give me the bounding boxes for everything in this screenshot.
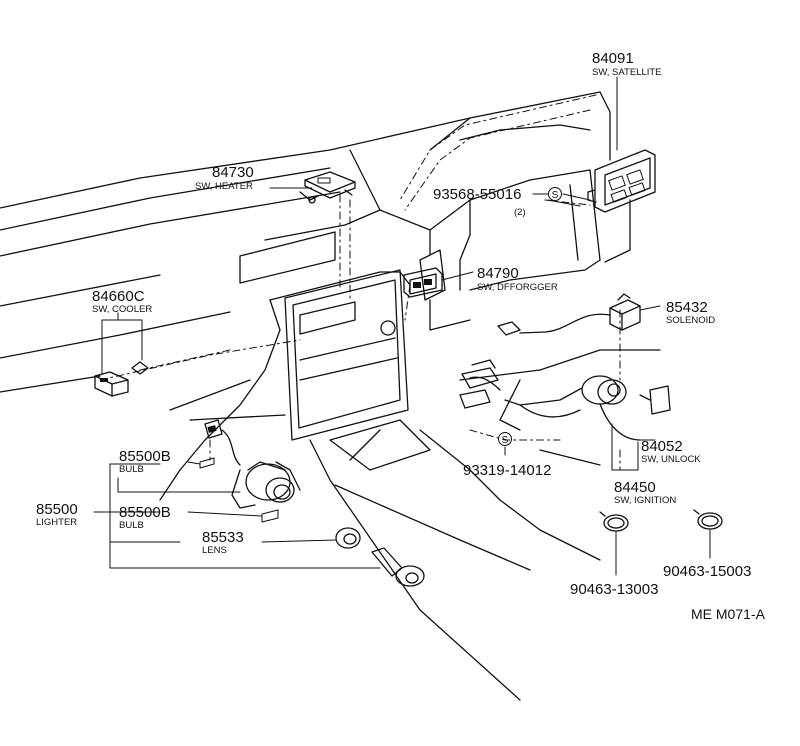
part-number: 85500B [119, 448, 171, 465]
part-desc: SW, COOLER [92, 304, 152, 315]
part-number: 85432 [666, 299, 708, 316]
hose-clamp-15003-drawing [693, 509, 723, 530]
callout-90463-13003: 90463-13003 [570, 581, 658, 598]
part-desc: SW, IGNITION [614, 495, 676, 506]
heater-switch-drawing [299, 171, 356, 204]
screw-symbol-93568: S [548, 187, 562, 201]
part-desc: SOLENOID [666, 315, 715, 326]
part-number: 84660C [92, 288, 145, 305]
part-number: 84450 [614, 479, 656, 496]
callout-84450: 84450 SW, IGNITION [614, 479, 676, 506]
part-desc: SW, DFFORGGER [477, 282, 558, 293]
callout-85500b-lower: 85500B BULB [119, 504, 171, 531]
part-number: 84052 [641, 438, 683, 455]
part-desc: LIGHTER [36, 517, 77, 528]
callout-84660c: 84660C SW, COOLER [92, 288, 152, 315]
callout-85500b-upper: 85500B BULB [119, 448, 171, 475]
diagram-code: ME M071-A [691, 606, 766, 622]
lighter-assembly-drawing [199, 419, 425, 587]
callout-84730: 84730 SW, HEATER [195, 164, 254, 192]
part-number: 85500 [36, 501, 78, 518]
callout-84091: 84091 SW, SATELLITE [592, 50, 662, 78]
hose-clamp-13003-drawing [599, 511, 629, 532]
part-desc: SW, UNLOCK [641, 454, 701, 465]
callout-93568-55016: 93568-55016 (2) [433, 186, 526, 218]
part-number: 84790 [477, 265, 519, 282]
part-number: 93319-14012 [463, 462, 551, 479]
callout-85533: 85533 LENS [202, 529, 244, 556]
screw-symbol-93319: S [498, 432, 512, 446]
callout-93319-14012: 93319-14012 [463, 462, 551, 479]
callout-84790: 84790 SW, DFFORGGER [477, 265, 558, 293]
satellite-switch-drawing [587, 149, 656, 213]
part-desc: SW, SATELLITE [592, 67, 662, 78]
callout-leaders [93, 76, 711, 576]
part-desc: BULB [119, 520, 144, 531]
part-number: 84730 [212, 164, 254, 181]
cooler-switch-drawing [94, 361, 149, 397]
svg-text:S: S [502, 435, 509, 446]
defogger-switch-drawing [403, 267, 443, 298]
part-number: 84091 [592, 50, 634, 67]
callout-90463-15003: 90463-15003 [663, 563, 751, 580]
callout-85500: 85500 LIGHTER [36, 501, 78, 528]
part-desc: BULB [119, 464, 144, 475]
ignition-switch-drawing [459, 359, 671, 441]
part-qty: (2) [514, 207, 526, 218]
part-number: 90463-13003 [570, 581, 658, 598]
part-desc: SW, HEATER [195, 181, 253, 192]
part-number: 85500B [119, 504, 171, 521]
part-number: 93568-55016 [433, 186, 521, 203]
solenoid-drawing [497, 293, 641, 336]
svg-text:S: S [552, 190, 559, 201]
callout-85432: 85432 SOLENOID [666, 299, 715, 326]
part-number: 85533 [202, 529, 244, 546]
part-number: 90463-15003 [663, 563, 751, 580]
callout-84052: 84052 SW, UNLOCK [641, 438, 701, 465]
dashboard-outline [0, 91, 661, 701]
part-desc: LENS [202, 545, 227, 556]
